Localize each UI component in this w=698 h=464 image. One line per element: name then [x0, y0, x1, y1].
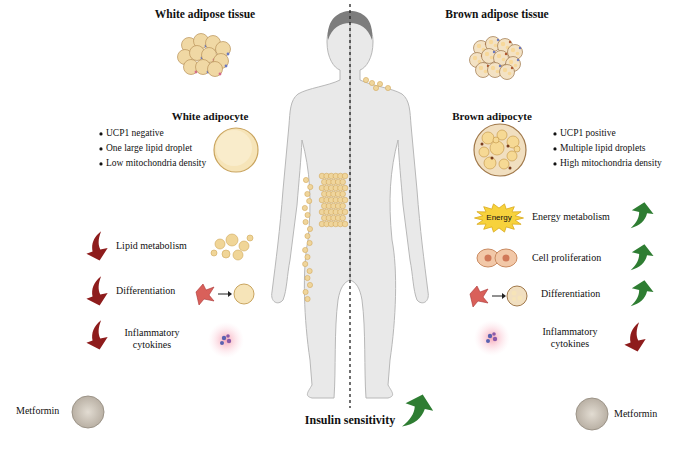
- heading: Brown adipose tissue: [445, 8, 548, 21]
- trend-arrows: [82, 200, 656, 433]
- effect-label: Inflammatory cytokines: [534, 326, 606, 349]
- divider-line: [349, 4, 350, 408]
- lipid-droplets: [211, 234, 253, 260]
- effect-label: Lipid metabolism: [116, 240, 187, 252]
- bullet-item: UCP1 negative: [106, 128, 164, 139]
- white-tissue-image: [178, 34, 231, 77]
- brown-adipocyte-image: [474, 124, 526, 176]
- drug-label: Metformin: [16, 405, 59, 417]
- bullet-item: High mitochondria density: [560, 158, 662, 169]
- node-text: Energy: [474, 203, 524, 233]
- cytokine-icon: [208, 320, 510, 358]
- energy-starburst: Energy: [474, 203, 524, 233]
- drug-label: Metformin: [614, 408, 657, 420]
- differentiation-icon: [196, 284, 527, 307]
- effect-label: Energy metabolism: [532, 211, 610, 223]
- subheading: White adipocyte: [172, 110, 249, 123]
- effect-label: Cell proliferation: [532, 252, 601, 264]
- outcome-label: Insulin sensitivity: [305, 414, 395, 428]
- bullet-item: UCP1 positive: [560, 128, 616, 139]
- effect-label: Differentiation: [541, 288, 600, 300]
- metformin-pill: [72, 396, 608, 430]
- subheading: Brown adipocyte: [452, 110, 532, 123]
- bullet-item: One large lipid droplet: [106, 143, 192, 154]
- proliferation-icon: [477, 249, 517, 267]
- white-adipocyte-image: [214, 128, 258, 172]
- bullet-item: Multiple lipid droplets: [560, 143, 646, 154]
- effect-label: Differentiation: [116, 285, 175, 297]
- brown-tissue-image: [470, 37, 523, 80]
- bullet-item: Low mitochondria density: [106, 158, 206, 169]
- heading: White adipose tissue: [155, 8, 255, 21]
- effect-label: Inflammatory cytokines: [116, 327, 188, 350]
